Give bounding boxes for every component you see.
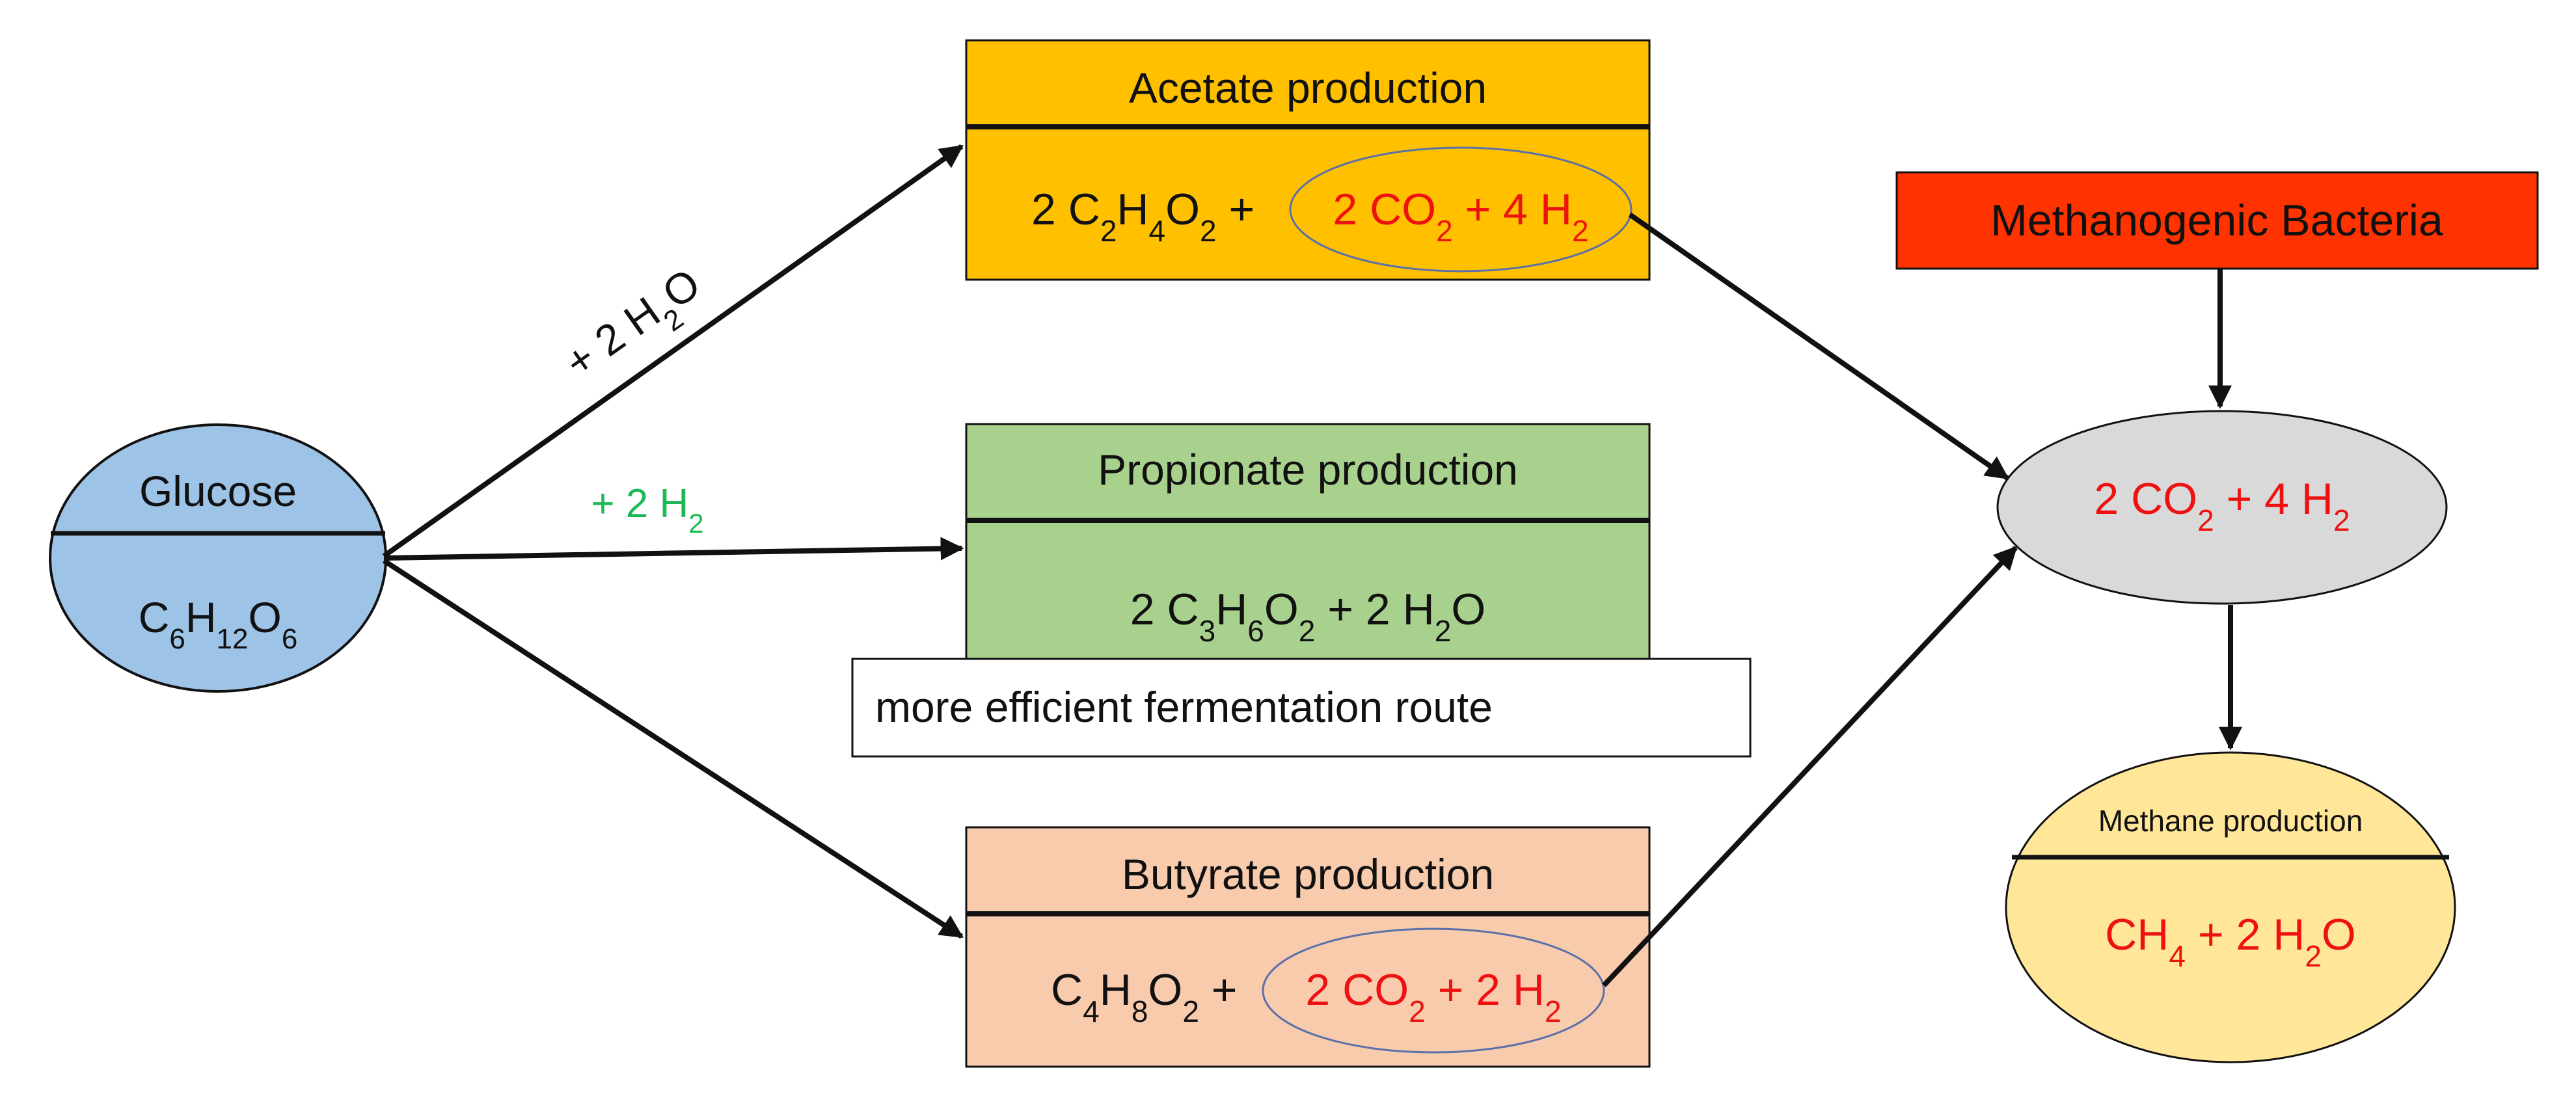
methane-title: Methane production xyxy=(2098,804,2363,838)
glucose-formula: C6H12O6 xyxy=(139,593,298,655)
bacteria-box: Methanogenic Bacteria xyxy=(1895,171,2539,270)
acetate-rect xyxy=(965,39,1651,281)
butyrate-rect xyxy=(965,826,1651,1068)
bacteria-label: Methanogenic Bacteria xyxy=(1990,196,2443,245)
glucose-node: Glucose C6H12O6 xyxy=(49,423,387,693)
hub-node: 2 CO2 + 4 H2 xyxy=(1996,410,2448,605)
acetate-box: Acetate production 2 C2H4O2 + 2 CO2 + 4 … xyxy=(965,39,1651,281)
butyrate-equation-red: 2 CO2 + 2 H2 xyxy=(1305,965,1561,1028)
hub-equation: 2 CO2 + 4 H2 xyxy=(2094,474,2350,537)
acetate-equation-red: 2 CO2 + 4 H2 xyxy=(1333,185,1588,248)
glucose-label: Glucose xyxy=(139,467,297,515)
acetate-gas-ellipse xyxy=(1289,146,1633,273)
arrow-acetate-to-hub xyxy=(1628,212,2009,481)
arrow-butyrate-to-hub xyxy=(1602,546,2018,987)
propionate-equation: 2 C3H6O2 + 2 H2O xyxy=(1130,585,1485,648)
butyrate-box: Butyrate production C4H8O2 + 2 CO2 + 2 H… xyxy=(965,826,1651,1068)
acetate-equation-black: 2 C2H4O2 + xyxy=(1031,185,1254,248)
acetate-title: Acetate production xyxy=(1129,64,1487,112)
propionate-box: Propionate production 2 C3H6O2 + 2 H2O m… xyxy=(851,423,1752,758)
bacteria-rect xyxy=(1895,171,2539,270)
propionate-title: Propionate production xyxy=(1098,446,1518,494)
arrow-glucose-to-butyrate xyxy=(382,558,964,939)
efficiency-note: more efficient fermentation route xyxy=(875,683,1493,731)
arrow-glucose-to-propionate xyxy=(383,537,964,561)
propionate-rect xyxy=(965,423,1651,665)
efficiency-note-box xyxy=(851,658,1752,758)
methane-equation: CH4 + 2 H2O xyxy=(2105,910,2356,973)
methane-ellipse xyxy=(2005,751,2456,1063)
methane-node: Methane production CH4 + 2 H2O xyxy=(2005,751,2456,1063)
edge-label-hydrogen: + 2 H2 xyxy=(591,481,703,539)
hub-ellipse xyxy=(1996,410,2448,605)
arrow-glucose-to-acetate xyxy=(382,144,964,559)
butyrate-gas-ellipse xyxy=(1262,927,1605,1054)
butyrate-title: Butyrate production xyxy=(1122,850,1494,898)
butyrate-equation-black: C4H8O2 + xyxy=(1051,965,1238,1028)
